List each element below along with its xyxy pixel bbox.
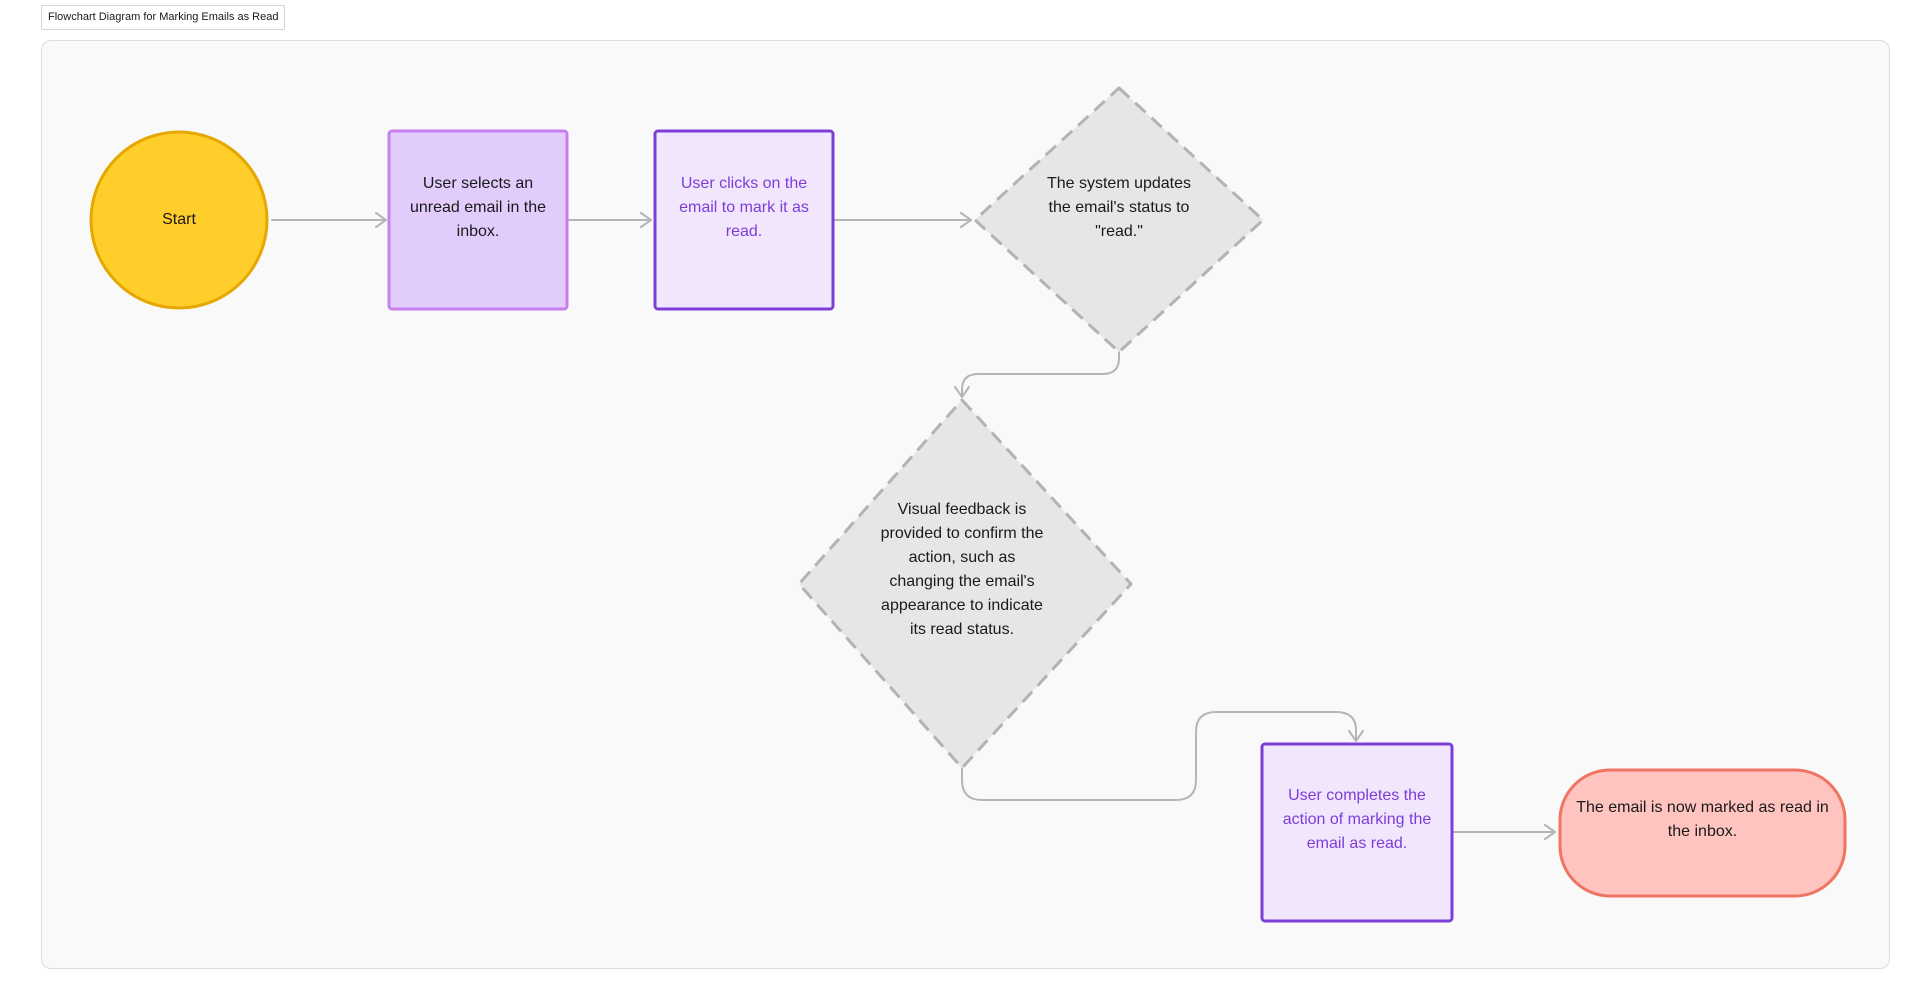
connector-feedback-to-complete bbox=[961, 711, 1364, 801]
start-node-label: Start bbox=[162, 211, 196, 228]
end-node-shape bbox=[1558, 768, 1847, 898]
select-email-node: User selects an unread email in the inbo… bbox=[398, 172, 558, 272]
click-mark-node-label: User clicks on the email to mark it as r… bbox=[679, 175, 809, 240]
complete-action-node-shape bbox=[1260, 742, 1454, 923]
connector-update-to-feedback bbox=[954, 351, 1120, 398]
system-update-decision-shape bbox=[973, 86, 1265, 354]
diagram-title: Flowchart Diagram for Marking Emails as … bbox=[41, 5, 286, 30]
start-node: Start bbox=[91, 132, 267, 308]
click-mark-node-shape bbox=[653, 129, 835, 311]
visual-feedback-node: Visual feedback is provided to confirm t… bbox=[877, 498, 1047, 678]
system-update-node-label: The system updates the email's status to… bbox=[1046, 175, 1192, 240]
select-email-node-label: User selects an unread email in the inbo… bbox=[409, 175, 547, 240]
end-node-label: The email is now marked as read in the i… bbox=[1576, 799, 1829, 840]
visual-feedback-decision-shape bbox=[797, 398, 1133, 770]
end-node: The email is now marked as read in the i… bbox=[1570, 796, 1835, 856]
click-mark-node: User clicks on the email to mark it as r… bbox=[664, 172, 824, 272]
visual-feedback-node-label: Visual feedback is provided to confirm t… bbox=[880, 501, 1044, 638]
complete-action-node-label: User completes the action of marking the… bbox=[1282, 787, 1432, 852]
start-node-shape bbox=[89, 130, 269, 310]
complete-action-node: User completes the action of marking the… bbox=[1272, 784, 1442, 884]
select-email-node-shape bbox=[387, 129, 569, 311]
system-update-node: The system updates the email's status to… bbox=[1044, 172, 1194, 272]
